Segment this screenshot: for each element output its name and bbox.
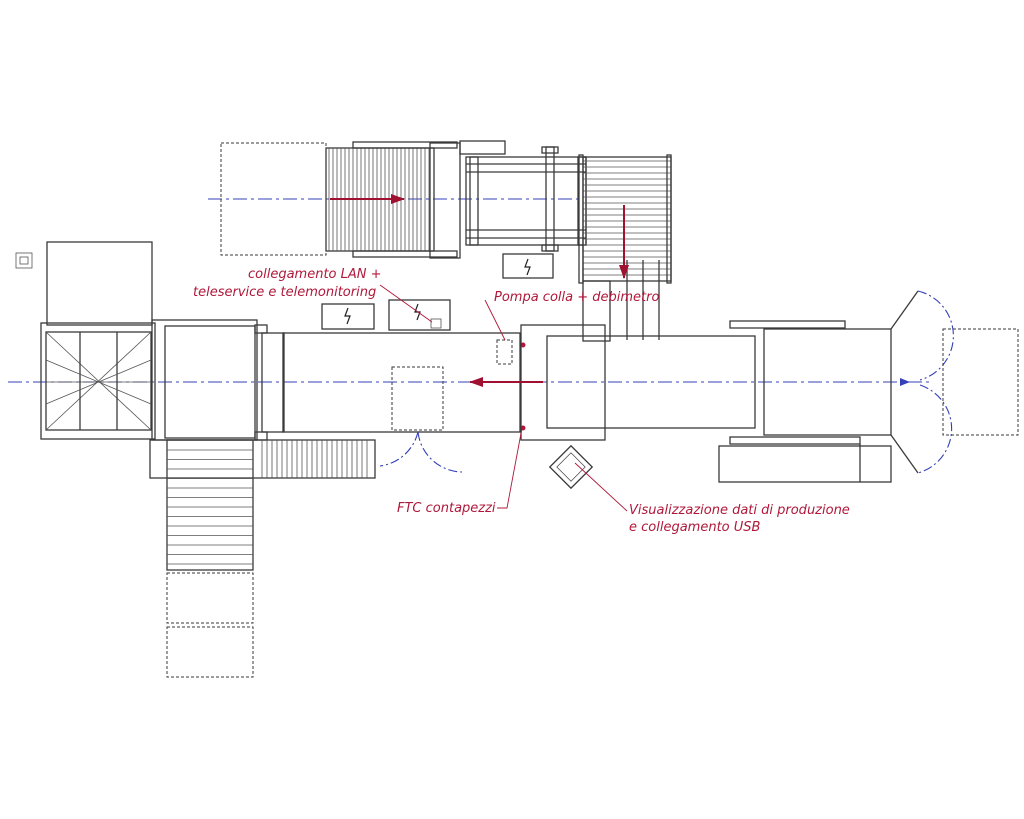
- usb-label-line2: e collegamento USB: [629, 520, 761, 535]
- gluing-station: [520, 260, 756, 490]
- production-display-unit: [548, 444, 594, 490]
- upper-transfer-unit: [459, 140, 587, 279]
- usb-label-line1: Visualizzazione dati di produzione: [629, 503, 850, 518]
- left-top-module: [46, 241, 153, 326]
- steps-and-outfeed: [149, 439, 376, 678]
- right-infeed-unit: [718, 290, 1019, 483]
- electrical-cabinet-icon: [344, 307, 351, 325]
- upper-right-roller-conveyor: [578, 154, 672, 284]
- left-stacker-module: [151, 319, 285, 441]
- left-turntable: [40, 322, 156, 440]
- electrical-cabinet-icon: [524, 258, 531, 276]
- lan-label-line1: collegamento LAN +: [248, 267, 382, 282]
- lan-leader-line: [379, 284, 433, 323]
- pump-leader-line: [484, 299, 506, 341]
- ftc-label: FTC contapezzi: [397, 501, 496, 516]
- ftc-leader-line: [497, 427, 523, 509]
- usb-leader-line: [574, 462, 628, 512]
- machine-door-left: [379, 431, 419, 467]
- central-machine-body: [282, 299, 526, 433]
- lan-label-line2: teleservice e telemonitoring: [193, 285, 376, 300]
- pump-label: Pompa colla + debimetro: [494, 290, 659, 305]
- machine-door-right: [417, 431, 463, 473]
- sensor-icon: [15, 252, 33, 269]
